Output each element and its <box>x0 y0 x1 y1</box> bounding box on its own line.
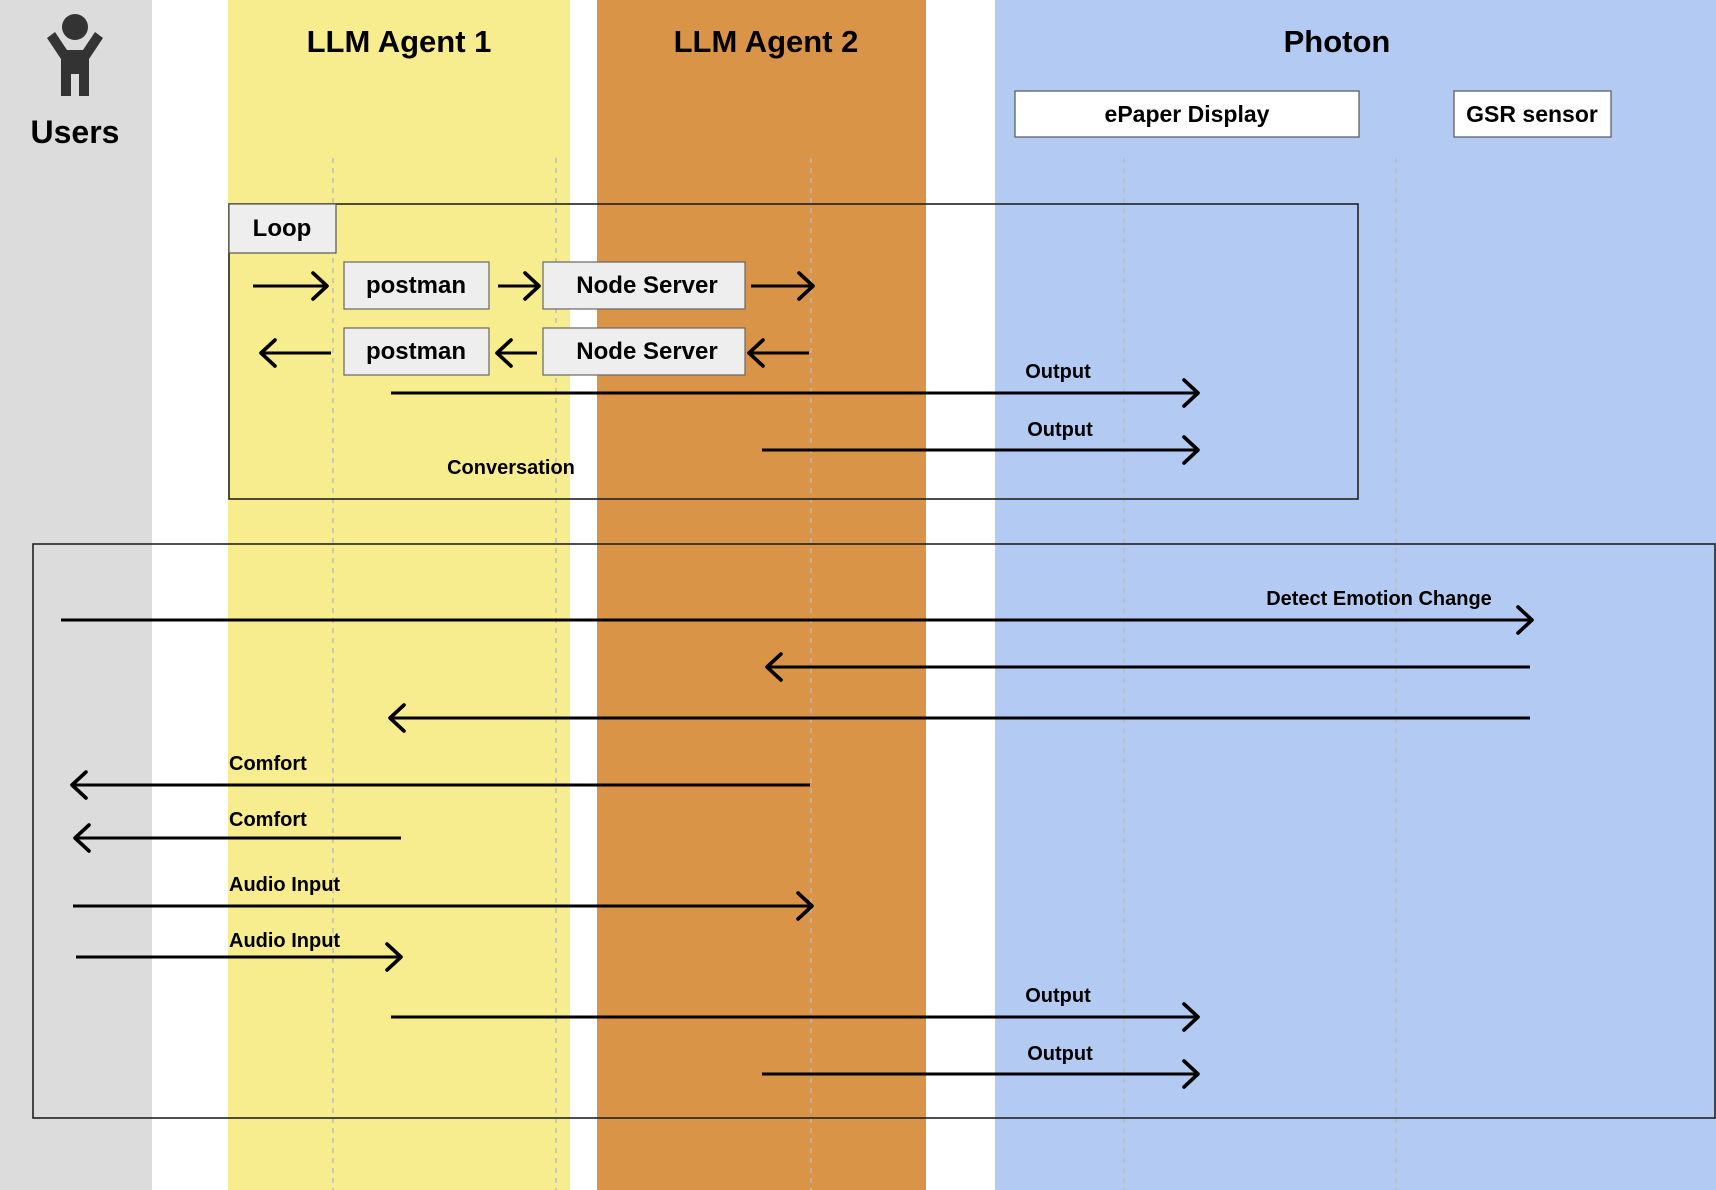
arrow-audio-to-agent2 <box>73 891 814 921</box>
photon-lane <box>995 0 1716 1190</box>
loop-arrow-agent1-output <box>391 378 1200 408</box>
loop-label-box <box>228 203 337 254</box>
gsr-sensor-label: GSR sensor <box>1466 101 1598 127</box>
loop-arrow-agent2-to-node <box>747 338 809 368</box>
postman-label-response: postman <box>366 338 466 365</box>
node-server-label-request: Node Server <box>576 272 717 299</box>
arrow-audio-to-agent1-head <box>385 942 403 972</box>
arrow-gsr-to-agent1-head <box>388 703 406 733</box>
llm-agent-2-title: LLM Agent 2 <box>674 24 859 59</box>
arrow-agent1-output-head <box>1182 1002 1200 1032</box>
loop-arrow-users-to-postman <box>253 271 329 301</box>
postman-box-response <box>343 327 490 376</box>
arrow-agent1-comfort <box>73 823 401 853</box>
emotion-output-label-2: Output <box>1027 1043 1093 1065</box>
arrow-gsr-to-agent2 <box>765 652 1530 682</box>
arrow-agent2-output <box>762 1059 1200 1089</box>
arrow-agent1-comfort-head <box>73 823 91 853</box>
arrow-detect-emotion-change-head <box>1516 605 1534 635</box>
loop-arrow-postman-to-node-head <box>523 271 541 301</box>
emotion-output-label-1: Output <box>1025 985 1091 1007</box>
loop-arrow-postman-to-users <box>259 338 331 368</box>
detect-emotion-change-label: Detect Emotion Change <box>1266 588 1492 610</box>
loop-arrow-agent2-output <box>762 435 1200 465</box>
loop-arrow-node-to-agent2-head <box>797 271 815 301</box>
node-server-box-response <box>542 327 746 376</box>
arrow-agent2-comfort <box>70 770 810 800</box>
loop-arrow-node-to-agent2 <box>751 271 815 301</box>
person-arms-raised-icon <box>47 14 103 96</box>
arrow-audio-to-agent1 <box>76 942 403 972</box>
llm-agent-1-lane <box>228 0 570 1190</box>
node-server-box-request <box>542 261 746 310</box>
loop-arrow-users-to-postman-head <box>311 271 329 301</box>
loop-output-label-2: Output <box>1027 419 1093 441</box>
postman-box-request <box>343 261 490 310</box>
llm-agent-2-lane <box>597 0 926 1190</box>
loop-arrow-node-to-postman <box>495 338 537 368</box>
loop-arrow-node-to-postman-head <box>495 338 513 368</box>
postman-label-request: postman <box>366 272 466 299</box>
audio-input-label-1: Audio Input <box>229 874 340 896</box>
arrow-detect-emotion-change <box>61 605 1534 635</box>
loop-arrow-agent2-output-head <box>1182 435 1200 465</box>
loop-label: Loop <box>253 215 312 242</box>
gsr-sensor-box <box>1453 90 1612 138</box>
loop-frame <box>228 203 1359 500</box>
loop-arrow-agent1-output-head <box>1182 378 1200 408</box>
message-arrows <box>61 271 1534 1089</box>
users-lane-title: Users <box>31 114 120 150</box>
photon-title: Photon <box>1284 24 1391 59</box>
node-server-label-response: Node Server <box>576 338 717 365</box>
comfort-label-1: Comfort <box>229 753 307 775</box>
arrow-gsr-to-agent2-head <box>765 652 783 682</box>
audio-input-label-2: Audio Input <box>229 930 340 952</box>
loop-output-label-1: Output <box>1025 361 1091 383</box>
arrow-gsr-to-agent1 <box>388 703 1530 733</box>
loop-arrow-postman-to-node <box>498 271 541 301</box>
users-lane <box>0 0 152 1190</box>
arrow-agent1-output <box>391 1002 1200 1032</box>
epaper-display-box <box>1014 90 1360 138</box>
emotion-frame <box>32 543 1716 1119</box>
comfort-label-2: Comfort <box>229 809 307 831</box>
loop-arrow-agent2-to-node-head <box>747 338 765 368</box>
epaper-display-label: ePaper Display <box>1105 101 1270 127</box>
loop-arrow-postman-to-users-head <box>259 338 277 368</box>
arrow-agent2-comfort-head <box>70 770 88 800</box>
conversation-note: Conversation <box>447 457 575 479</box>
llm-agent-1-title: LLM Agent 1 <box>307 24 492 59</box>
arrow-agent2-output-head <box>1182 1059 1200 1089</box>
arrow-audio-to-agent2-head <box>796 891 814 921</box>
